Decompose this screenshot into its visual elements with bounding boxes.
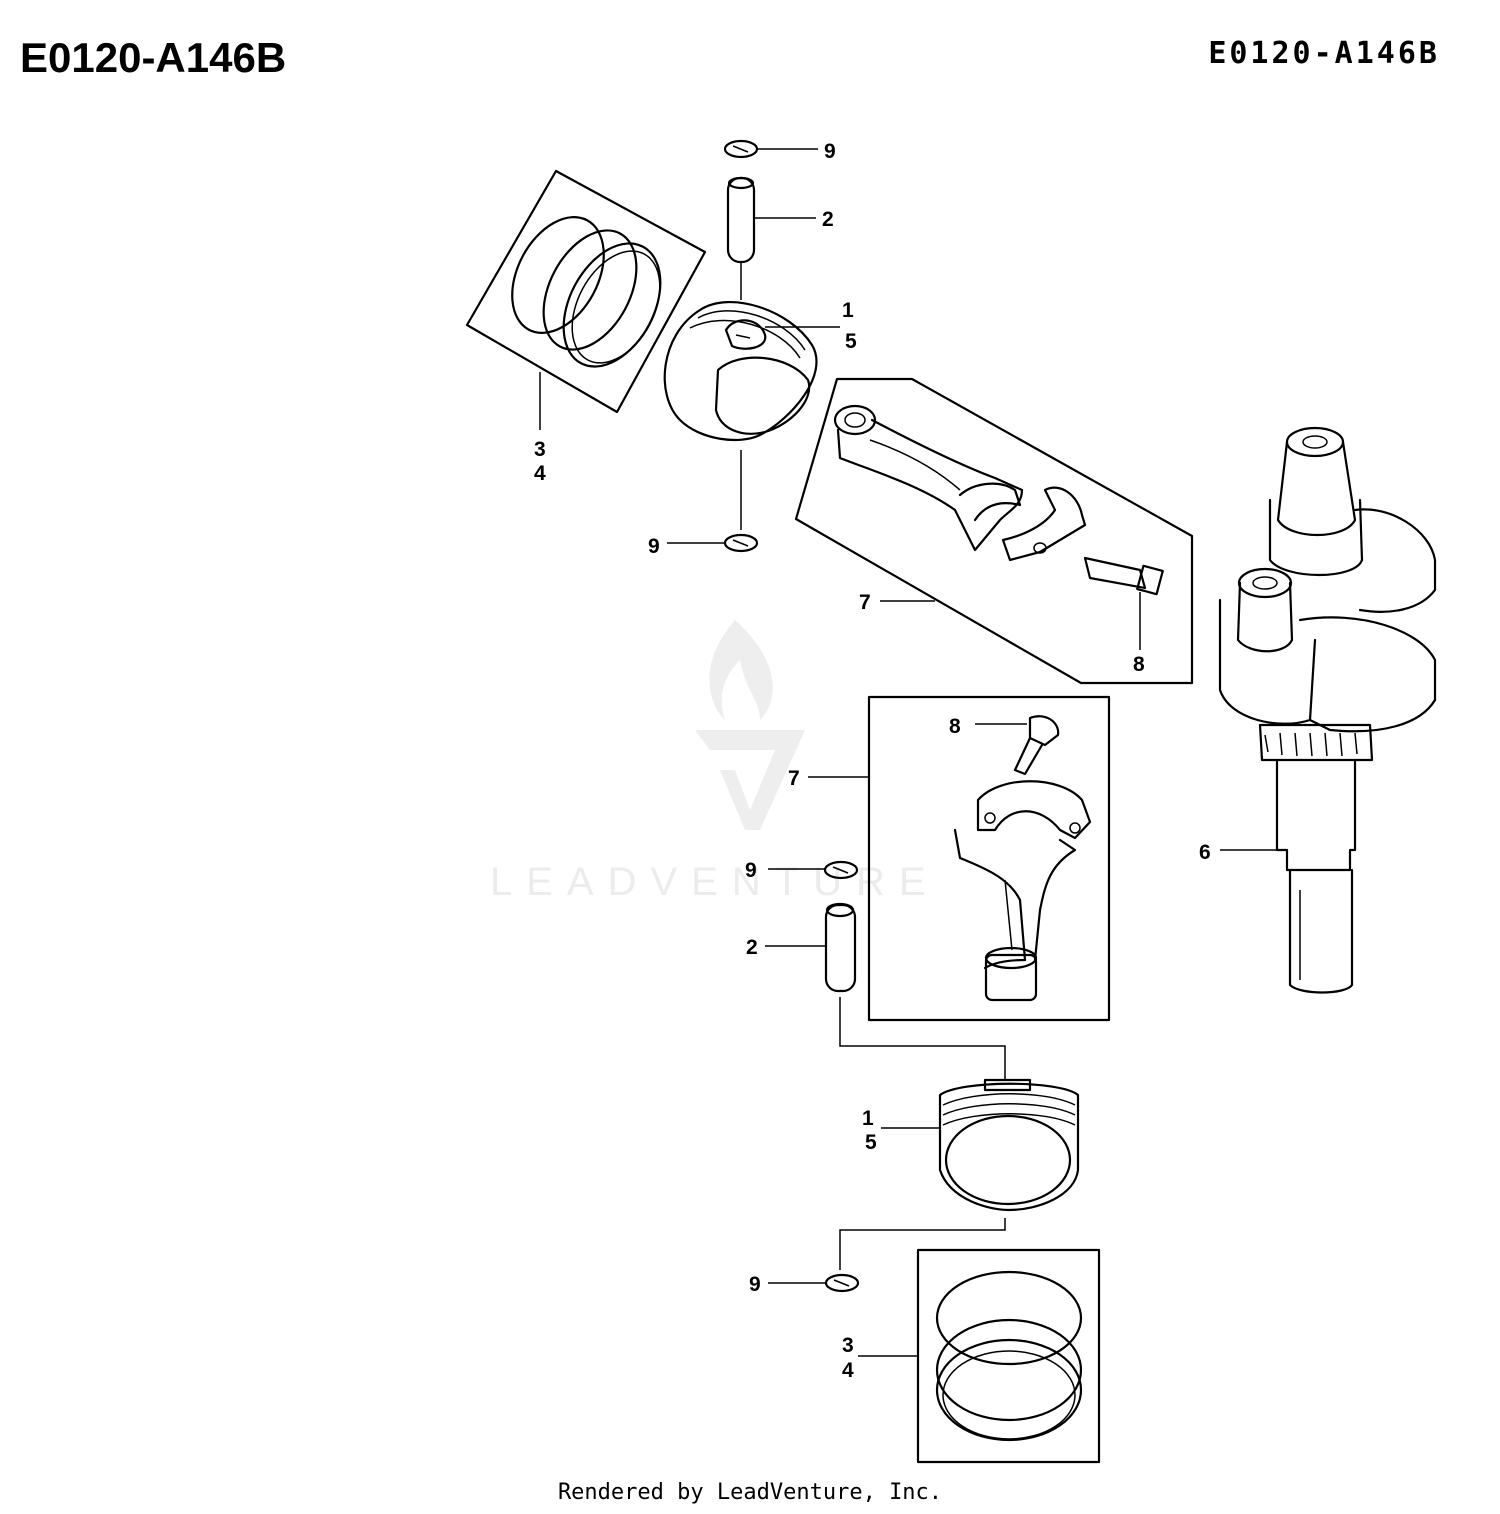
- lower-piston-pin[interactable]: [765, 902, 1006, 1080]
- callout-mid-clip[interactable]: 9: [648, 535, 660, 558]
- lower-piston[interactable]: [839, 1078, 1080, 1270]
- lower-connecting-rod-assembly[interactable]: [808, 695, 1111, 1022]
- watermark: LEADVENTURE: [490, 620, 940, 904]
- callout-bottom-rings-3[interactable]: 3: [842, 1334, 854, 1357]
- top-piston-pin[interactable]: [726, 176, 816, 300]
- callout-lower-pin[interactable]: 2: [746, 936, 758, 959]
- lower-circlip[interactable]: [768, 860, 859, 880]
- callout-top-piston-1[interactable]: 1: [842, 299, 854, 322]
- watermark-text: LEADVENTURE: [490, 860, 940, 904]
- footer-credit: Rendered by LeadVenture, Inc.: [557, 1480, 943, 1505]
- callout-lower-piston-1[interactable]: 1: [862, 1107, 874, 1130]
- mid-circlip[interactable]: [667, 533, 759, 553]
- callout-top-rings-3[interactable]: 3: [534, 438, 546, 461]
- callout-bottom-clip[interactable]: 9: [749, 1273, 761, 1296]
- callout-rod-assembly[interactable]: 7: [859, 591, 871, 614]
- top-piston[interactable]: [663, 301, 840, 530]
- bottom-circlip[interactable]: [768, 1273, 860, 1293]
- diagram-code-title: E0120-A146B: [20, 34, 287, 81]
- callout-lower-rod[interactable]: 7: [788, 767, 800, 790]
- callout-top-rings-4[interactable]: 4: [534, 462, 546, 485]
- callout-lower-piston-5[interactable]: 5: [865, 1131, 877, 1154]
- callout-top-pin[interactable]: 2: [822, 208, 834, 231]
- connecting-rod-assembly[interactable]: [794, 377, 1194, 685]
- callout-bottom-rings-4[interactable]: 4: [842, 1359, 854, 1382]
- bottom-piston-rings[interactable]: [858, 1248, 1101, 1464]
- top-piston-rings[interactable]: [465, 169, 707, 430]
- top-circlip[interactable]: [723, 139, 818, 159]
- callout-lower-bolt[interactable]: 8: [949, 715, 961, 738]
- callout-lower-clip[interactable]: 9: [745, 859, 757, 882]
- crankshaft[interactable]: [1218, 426, 1437, 994]
- callout-top-piston-5[interactable]: 5: [845, 330, 857, 353]
- diagram-code-label: E0120-A146B: [1208, 36, 1440, 71]
- callout-crankshaft[interactable]: 6: [1199, 841, 1211, 864]
- callout-rod-bolt[interactable]: 8: [1133, 653, 1145, 676]
- callout-top-clip[interactable]: 9: [824, 140, 836, 163]
